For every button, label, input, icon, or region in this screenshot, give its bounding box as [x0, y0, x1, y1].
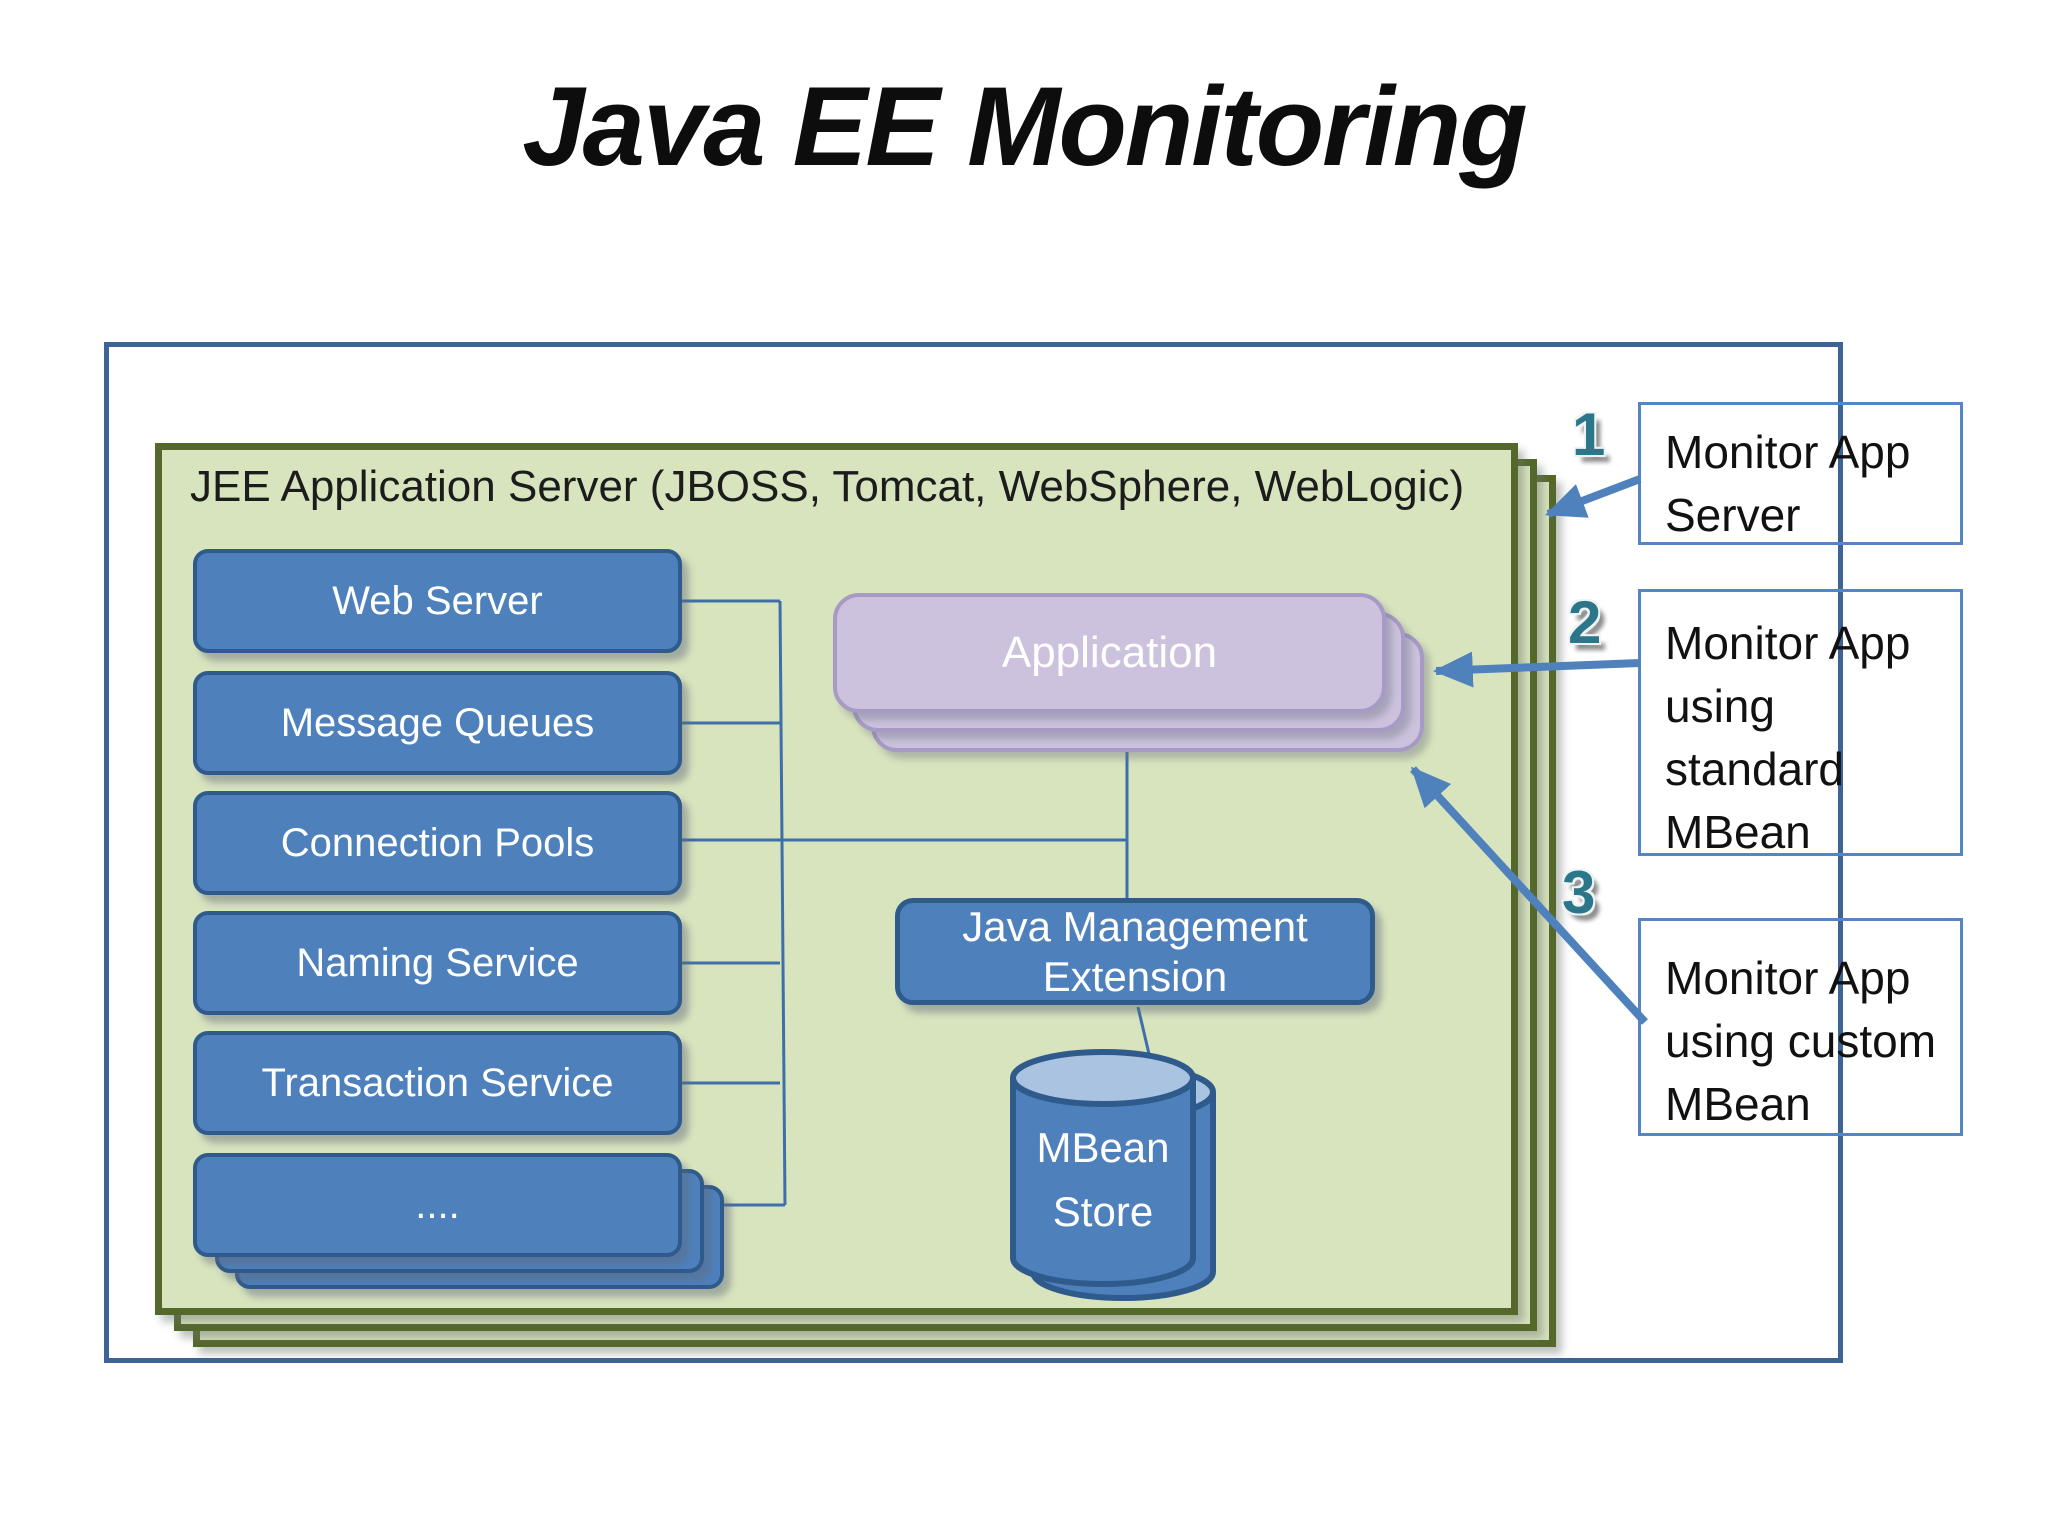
monitor-2-line-4: MBean: [1665, 806, 1811, 858]
mbean-store-label-line-2: Store: [1052, 1188, 1154, 1235]
component-box-more: ....: [193, 1153, 682, 1257]
monitor-custom-mbean-box: Monitor App using custom MBean: [1638, 918, 1963, 1136]
component-box-web-server: Web Server: [193, 549, 682, 653]
component-label-transaction-service: Transaction Service: [261, 1060, 614, 1105]
component-box-naming-service: Naming Service: [193, 911, 682, 1015]
application-label: Application: [1001, 628, 1218, 677]
component-label-message-queues: Message Queues: [280, 700, 595, 745]
monitor-2-line-3: standard: [1665, 743, 1845, 795]
application-box: Application: [833, 593, 1386, 713]
component-box-transaction-service: Transaction Service: [193, 1031, 682, 1135]
step-number-3: 3: [1562, 859, 1596, 926]
monitor-3-line-2: using custom: [1665, 1015, 1937, 1067]
monitor-1-line-2: Server: [1665, 489, 1801, 541]
jee-server-label: JEE Application Server (JBOSS, Tomcat, W…: [190, 462, 1465, 511]
monitor-3-line-1: Monitor App: [1665, 952, 1911, 1004]
jmx-label-line-1: Java Management: [962, 902, 1308, 950]
monitor-app-server-box: Monitor App Server: [1638, 402, 1963, 545]
component-label-naming-service: Naming Service: [296, 940, 579, 985]
component-box-message-queues: Message Queues: [193, 671, 682, 775]
step-number-1: 1: [1572, 401, 1606, 468]
component-label-connection-pools: Connection Pools: [280, 820, 595, 865]
monitor-2-line-1: Monitor App: [1665, 617, 1911, 669]
slide-title: Java EE Monitoring: [522, 64, 1527, 189]
monitor-standard-mbean-box: Monitor App using standard MBean: [1638, 589, 1963, 858]
component-box-connection-pools: Connection Pools: [193, 791, 682, 895]
jmx-label-line-2: Extension: [1042, 952, 1228, 1000]
component-label-more: ....: [415, 1182, 460, 1227]
step-number-2: 2: [1568, 589, 1602, 656]
mbean-store-label: MBean Store: [1013, 1116, 1193, 1244]
monitor-2-line-2: using: [1665, 680, 1775, 732]
mbean-store-label-line-1: MBean: [1036, 1124, 1170, 1171]
monitor-1-line-1: Monitor App: [1665, 426, 1911, 478]
jmx-box: Java Management Extension: [895, 898, 1375, 1005]
monitor-3-line-3: MBean: [1665, 1078, 1811, 1130]
component-label-web-server: Web Server: [332, 578, 543, 623]
